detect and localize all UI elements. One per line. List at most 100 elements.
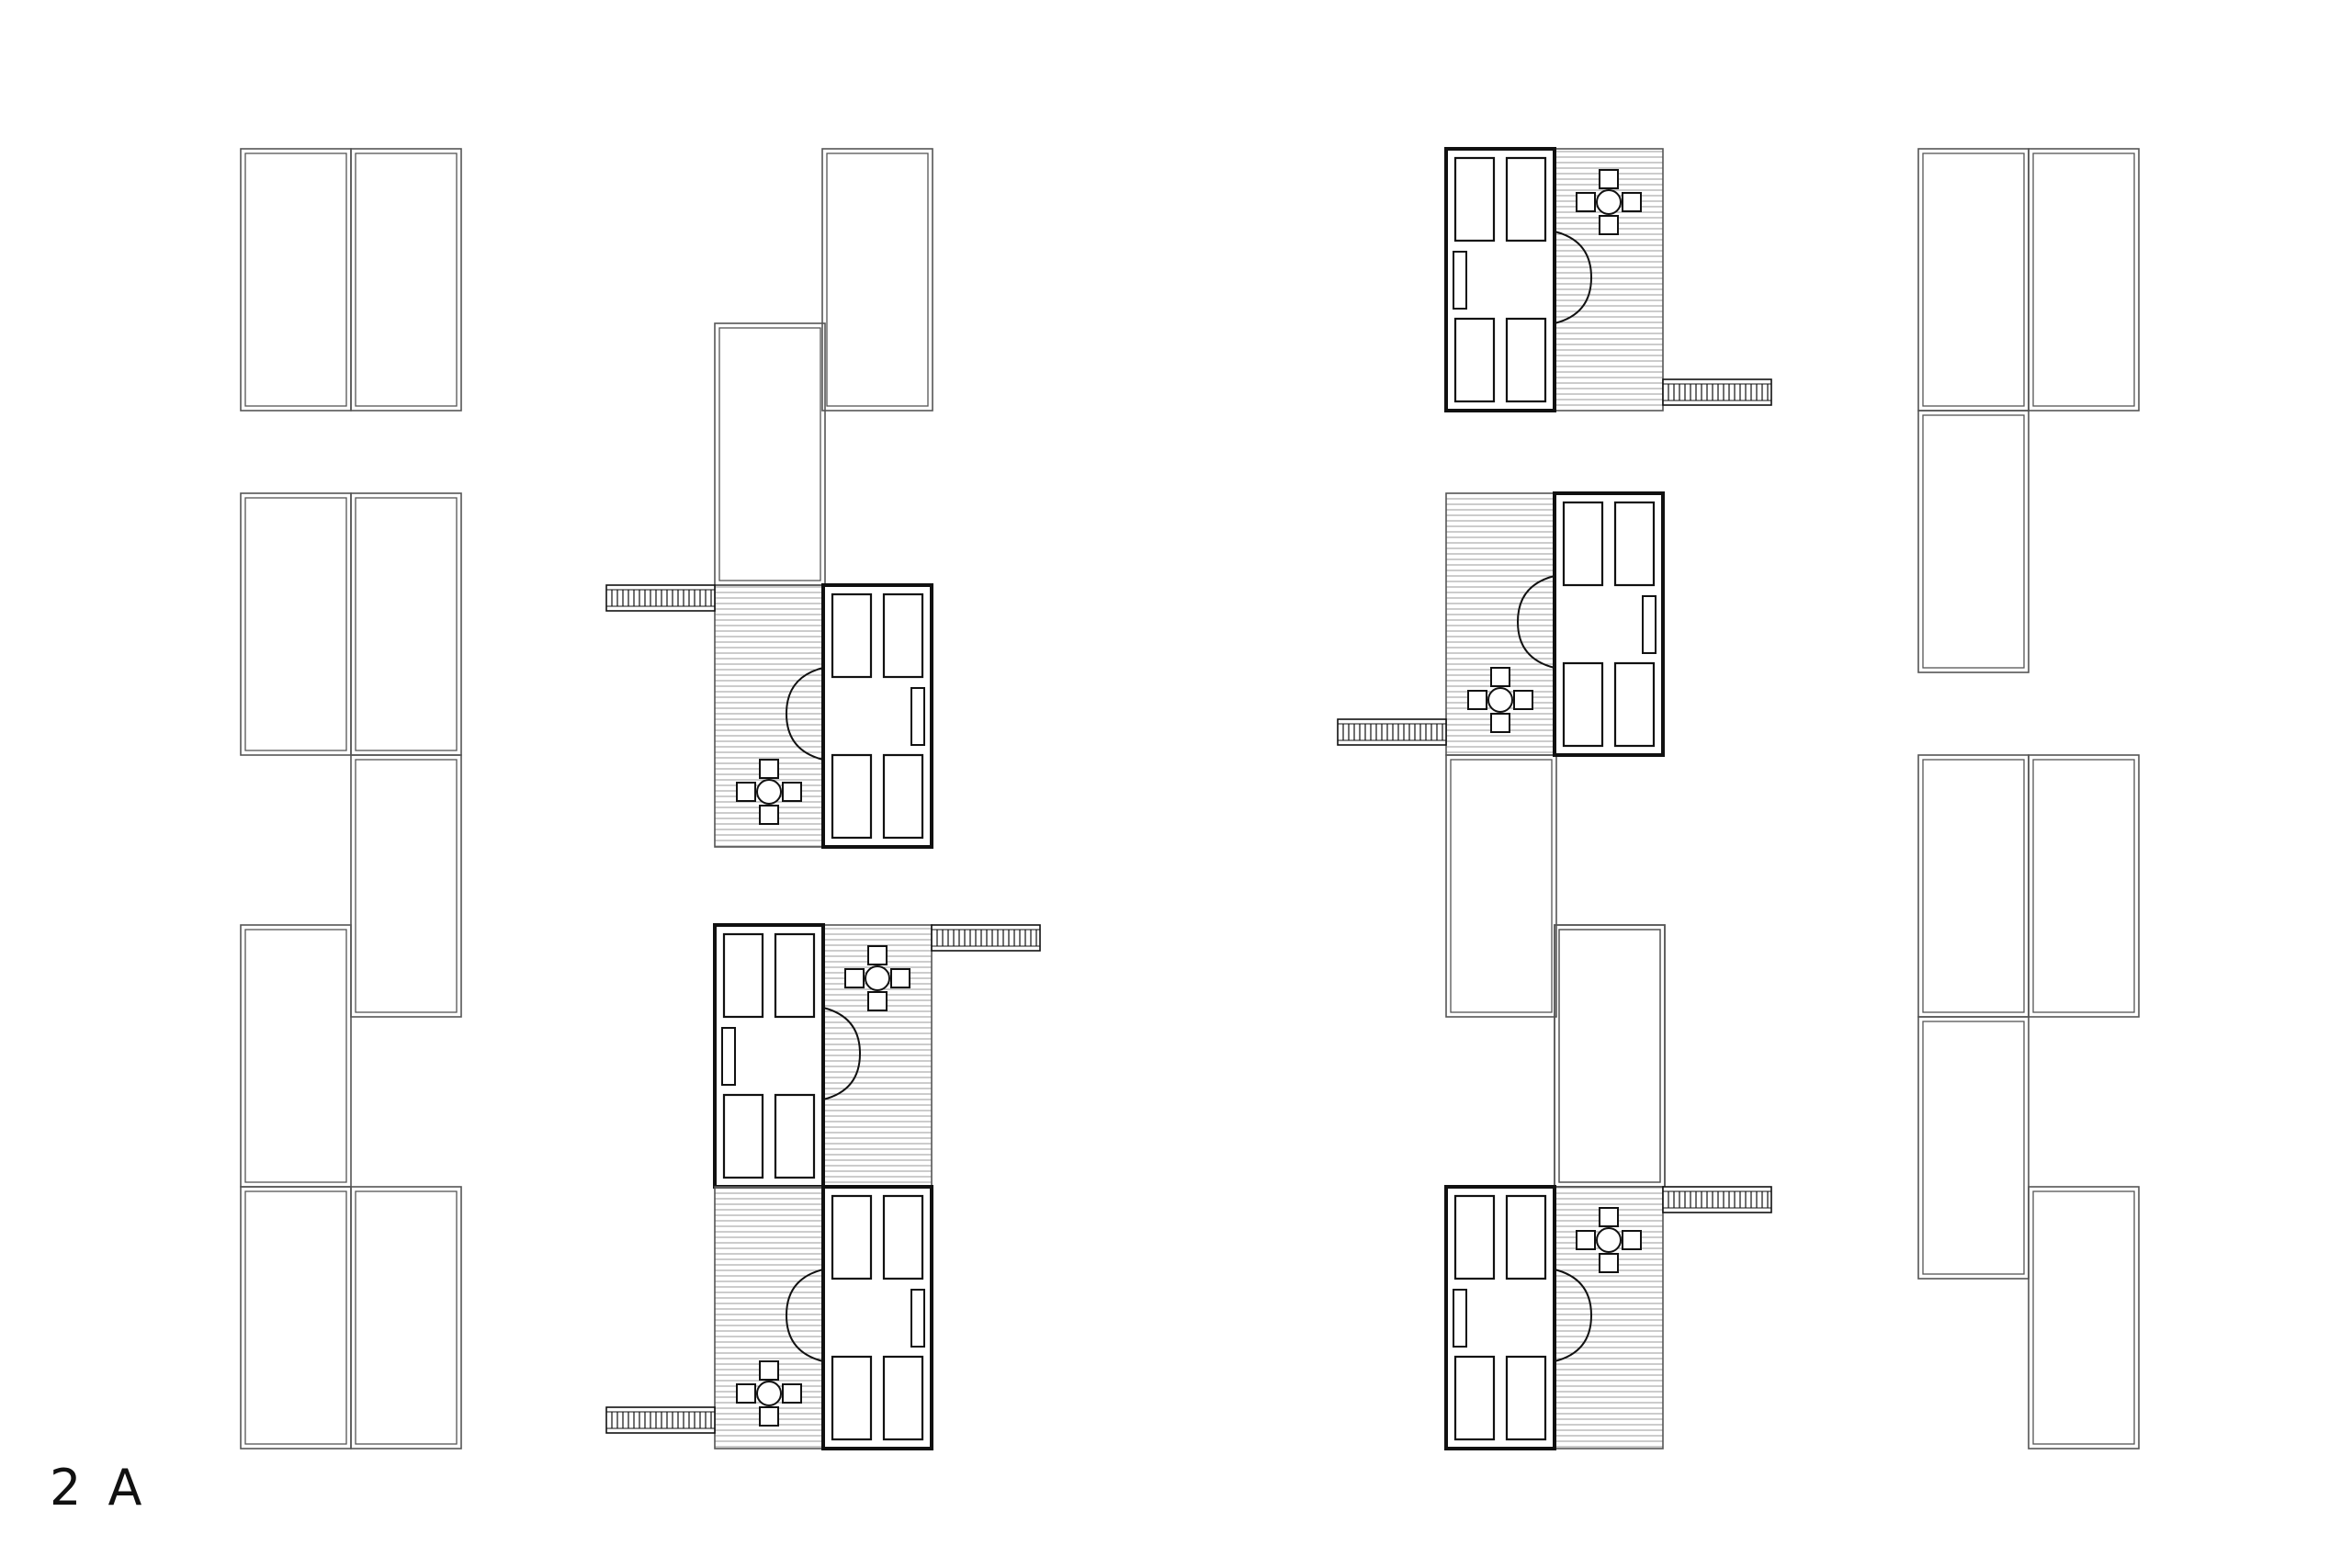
door-swing — [1517, 575, 1555, 623]
door-swing — [1554, 276, 1592, 324]
chair-icon — [1490, 713, 1510, 733]
module-inner-line — [826, 152, 929, 407]
table-icon — [756, 1381, 782, 1406]
chair-icon — [1513, 690, 1533, 710]
stair — [1662, 1186, 1772, 1213]
storage — [1642, 595, 1657, 654]
module-inner-line — [355, 1190, 458, 1445]
module-outer-line — [1445, 754, 1557, 1018]
module-outline-8 — [350, 1186, 462, 1450]
table-icon — [1596, 189, 1622, 215]
bed — [831, 753, 873, 840]
chair-icon — [1599, 1207, 1619, 1227]
module-outer-line — [1917, 148, 2030, 412]
table-icon — [756, 779, 782, 805]
door-swing — [1554, 231, 1592, 278]
module-inner-line — [244, 497, 347, 751]
furnished-units — [605, 147, 1772, 1450]
chair-icon — [1467, 690, 1487, 710]
stair-inner — [931, 929, 1041, 947]
module-outline-12 — [1554, 924, 1666, 1188]
module-outline-11 — [1445, 754, 1557, 1018]
table-icon — [1596, 1227, 1622, 1253]
door-swing — [1517, 621, 1555, 669]
chair-icon — [1490, 667, 1510, 687]
bed — [774, 1093, 816, 1179]
bed — [1613, 661, 1656, 748]
chair-icon — [1599, 1253, 1619, 1273]
module-outer-line — [2028, 1186, 2140, 1450]
bed — [1505, 317, 1547, 403]
unit-col2-bottom-lower — [605, 1185, 933, 1450]
bed — [831, 1194, 873, 1280]
door-swing — [1554, 1314, 1592, 1362]
module-outer-line — [350, 754, 462, 1018]
bed — [882, 592, 924, 679]
empty-module-outlines — [240, 148, 2140, 1450]
module-inner-line — [2032, 152, 2135, 407]
module-inner-line — [355, 497, 458, 751]
module-outline-4 — [350, 492, 462, 756]
table-with-chairs — [736, 759, 802, 825]
module-inner-line — [355, 152, 458, 407]
chair-icon — [1599, 169, 1619, 189]
bed — [831, 592, 873, 679]
stair — [1337, 718, 1447, 746]
bed — [1505, 1355, 1547, 1441]
unit-col2-middle — [605, 583, 933, 849]
unit-col3-middle — [1337, 491, 1665, 757]
bed — [1453, 156, 1496, 243]
storage — [721, 1027, 736, 1086]
module-outline-14 — [1917, 148, 2030, 412]
module-outline-10 — [714, 322, 826, 586]
chair-icon — [867, 945, 888, 965]
table-with-chairs — [1576, 169, 1642, 235]
chair-icon — [759, 805, 779, 825]
module-outline-19 — [1917, 1016, 2030, 1280]
unit-col2-bottom-upper — [713, 923, 1041, 1189]
stair — [605, 584, 716, 612]
module-outer-line — [350, 1186, 462, 1450]
module-outer-line — [240, 492, 352, 756]
module-inner-line — [1558, 929, 1661, 1183]
bed — [831, 1355, 873, 1441]
table-icon — [865, 965, 890, 991]
stair — [1662, 378, 1772, 406]
chair-icon — [1622, 1230, 1642, 1250]
bed — [882, 1355, 924, 1441]
module-inner-line — [1922, 152, 2025, 407]
stair-inner — [605, 1411, 716, 1429]
storage — [1453, 1289, 1467, 1348]
module-outer-line — [350, 492, 462, 756]
module-outer-line — [2028, 754, 2140, 1018]
module-outline-col3-link — [1554, 924, 1666, 1188]
bed — [1505, 156, 1547, 243]
chair-icon — [1622, 192, 1642, 212]
drawing-label: 2 A — [50, 1459, 148, 1517]
door-swing — [822, 1053, 861, 1100]
chair-icon — [759, 1360, 779, 1381]
chair-icon — [759, 1406, 779, 1427]
bed — [882, 1194, 924, 1280]
door-swing — [1554, 1269, 1592, 1316]
chair-icon — [867, 991, 888, 1011]
table-icon — [1487, 687, 1513, 713]
module-outer-line — [1554, 924, 1666, 1188]
chair-icon — [782, 1383, 802, 1404]
stair — [931, 924, 1041, 952]
module-inner-line — [244, 1190, 347, 1445]
door-swing — [786, 1269, 824, 1316]
door-swing — [786, 713, 824, 761]
module-inner-line — [355, 759, 458, 1013]
bed — [1505, 1194, 1547, 1280]
module-outline-18 — [2028, 754, 2140, 1018]
module-outer-line — [1917, 1016, 2030, 1280]
module-inner-line — [1922, 414, 2025, 669]
module-outer-line — [350, 148, 462, 412]
module-inner-line — [1558, 929, 1661, 1183]
stair-inner — [605, 589, 716, 607]
module-outline-1 — [240, 148, 352, 412]
unit-col3-bottom — [1444, 1185, 1772, 1450]
table-with-chairs — [736, 1360, 802, 1427]
